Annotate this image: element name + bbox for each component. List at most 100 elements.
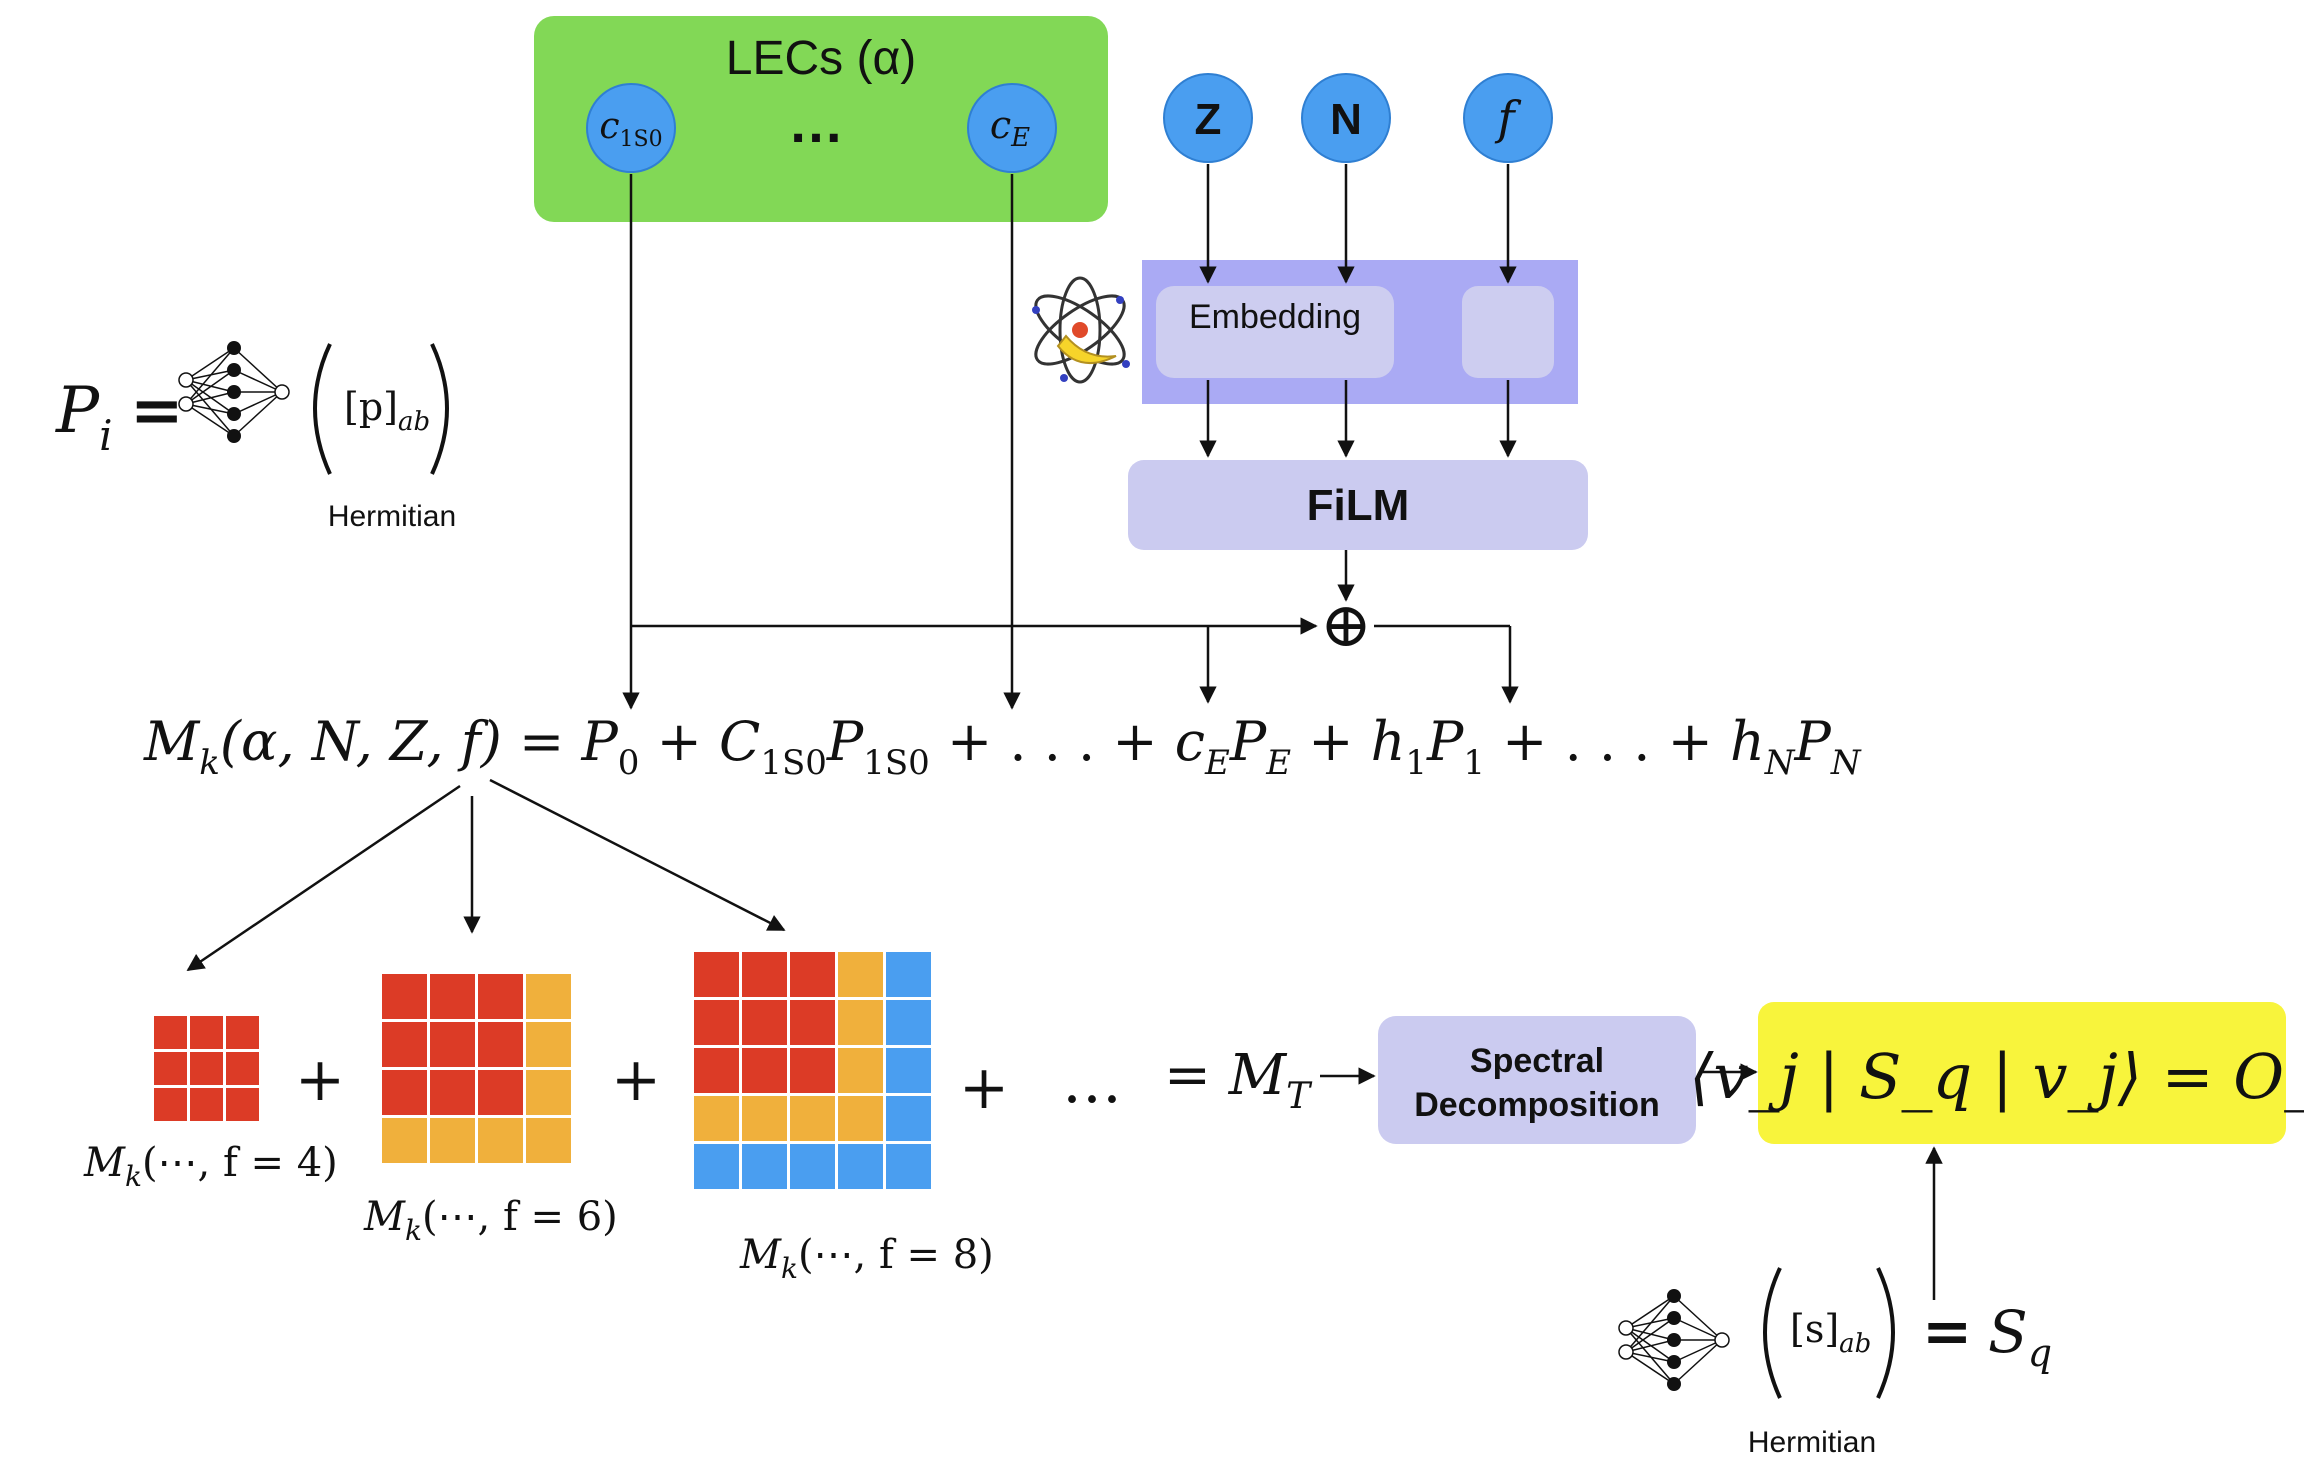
matrix-cell <box>382 1118 427 1163</box>
matrix-cell <box>694 1048 739 1093</box>
lec-node-c1s0-label: c1S0 <box>599 106 662 152</box>
plus-sign-1: + <box>295 1045 345 1115</box>
matrix-cell <box>430 1118 475 1163</box>
lec-node-ce <box>967 83 1057 173</box>
matrix-cell <box>382 1022 427 1067</box>
matrix-cell <box>790 1048 835 1093</box>
matrix-grid-f6 <box>382 974 571 1163</box>
plus-sign-2: + <box>611 1045 661 1115</box>
pi-hermitian-note: Hermitian <box>328 500 456 533</box>
matrix-cell <box>742 1144 787 1189</box>
matrix-cell <box>742 952 787 997</box>
matrix-cell <box>886 952 931 997</box>
observable-formula: ⟨v_j | S_q | v_j⟩ = O_q <box>1689 1040 2304 1113</box>
matrix-cell <box>838 1144 883 1189</box>
matrix-cell <box>838 952 883 997</box>
matrix-grid-f4 <box>154 1016 259 1121</box>
input-node-z-label: Z <box>1195 95 1222 144</box>
matrix-cell <box>886 1000 931 1045</box>
lec-node-c1s0 <box>586 83 676 173</box>
matrix-cell <box>694 1144 739 1189</box>
fanout-arrows <box>186 778 786 972</box>
matrix-cell <box>478 1070 523 1115</box>
lec-node-ce-label: cE <box>990 103 1030 153</box>
matrix-cell <box>226 1016 259 1049</box>
matrix-cell <box>742 1048 787 1093</box>
matrix-cell <box>190 1088 223 1121</box>
matrix-cell <box>790 952 835 997</box>
matrix-cell <box>526 1070 571 1115</box>
sq-equals: = <box>1922 1297 1972 1367</box>
matrix-cell <box>886 1048 931 1093</box>
matrix-cell <box>694 1000 739 1045</box>
sq-matrix: [s]ab <box>1790 1307 1871 1359</box>
matrix-cell <box>430 1022 475 1067</box>
sq-hermitian-note: Hermitian <box>1748 1426 1876 1459</box>
matrix-cell <box>838 1096 883 1141</box>
matrix-cell <box>154 1052 187 1085</box>
lecs-box <box>534 16 1108 222</box>
embedding-f-box <box>1462 286 1554 378</box>
matrix-cell <box>190 1052 223 1085</box>
embedding-label: Embedding <box>1189 298 1361 336</box>
pi-paren-left <box>313 343 332 475</box>
pi-paren-right <box>430 343 449 475</box>
input-node-f <box>1463 73 1553 163</box>
matrix-cell <box>742 1096 787 1141</box>
embedding-box <box>1156 286 1394 378</box>
sq-paren-left <box>1763 1267 1782 1399</box>
spectral-label-line1: Spectral <box>1470 1042 1604 1080</box>
matrix-cell <box>886 1096 931 1141</box>
film-label: FiLM <box>1307 481 1410 530</box>
matrix-cell <box>790 1144 835 1189</box>
matrix-cell <box>478 1022 523 1067</box>
matrix-cell <box>790 1000 835 1045</box>
atom-icon <box>1032 276 1130 384</box>
matrix-cell <box>382 974 427 1019</box>
matrix-cell <box>526 1022 571 1067</box>
matrix-label-f8: Mk(⋯, f = 8) <box>739 1232 994 1285</box>
film-box <box>1128 460 1588 550</box>
matrix-cell <box>694 952 739 997</box>
input-node-n <box>1301 73 1391 163</box>
mt-label: = MT <box>1164 1043 1313 1117</box>
neural-network-icon <box>178 341 290 443</box>
matrix-label-f6: Mk(⋯, f = 6) <box>363 1194 618 1247</box>
matrix-cell <box>694 1096 739 1141</box>
matrix-cell <box>790 1096 835 1141</box>
matrix-cell <box>190 1016 223 1049</box>
plus-sign-3: + <box>959 1053 1009 1123</box>
sq-rhs: Sq <box>1988 1298 2052 1375</box>
matrix-cell <box>382 1070 427 1115</box>
spectral-label-line2: Decomposition <box>1414 1086 1660 1124</box>
matrix-cell <box>838 1048 883 1093</box>
sum-ellipsis: … <box>1062 1047 1122 1117</box>
matrix-grid-f8 <box>694 952 931 1189</box>
main-equation: Mk(α, N, Z, f) = P0 + C1S0P1S0 + . . . +… <box>143 710 1862 783</box>
pi-lhs: Pi <box>55 374 113 460</box>
matrix-cell <box>154 1088 187 1121</box>
matrix-cell <box>478 1118 523 1163</box>
sq-paren-right <box>1876 1267 1895 1399</box>
neural-network-icon-sq <box>1618 1289 1730 1391</box>
matrix-cell <box>430 974 475 1019</box>
matrix-cell <box>478 974 523 1019</box>
matrix-cell <box>154 1016 187 1049</box>
matrix-cell <box>526 974 571 1019</box>
spectral-box <box>1378 1016 1696 1144</box>
input-node-z <box>1163 73 1253 163</box>
pi-equals: = <box>130 373 184 448</box>
observable-box <box>1758 1002 2286 1144</box>
matrix-cell <box>838 1000 883 1045</box>
matrix-label-f4: Mk(⋯, f = 4) <box>83 1140 338 1193</box>
connector-arrows <box>622 164 1519 710</box>
lecs-ellipsis: … <box>788 91 844 154</box>
matrix-cell <box>886 1144 931 1189</box>
matrix-cell <box>526 1118 571 1163</box>
input-node-n-label: N <box>1330 95 1362 144</box>
matrix-cell <box>430 1070 475 1115</box>
pi-matrix: [p]ab <box>344 385 430 437</box>
matrix-cell <box>226 1052 259 1085</box>
lecs-title: LECs (α) <box>726 32 916 85</box>
